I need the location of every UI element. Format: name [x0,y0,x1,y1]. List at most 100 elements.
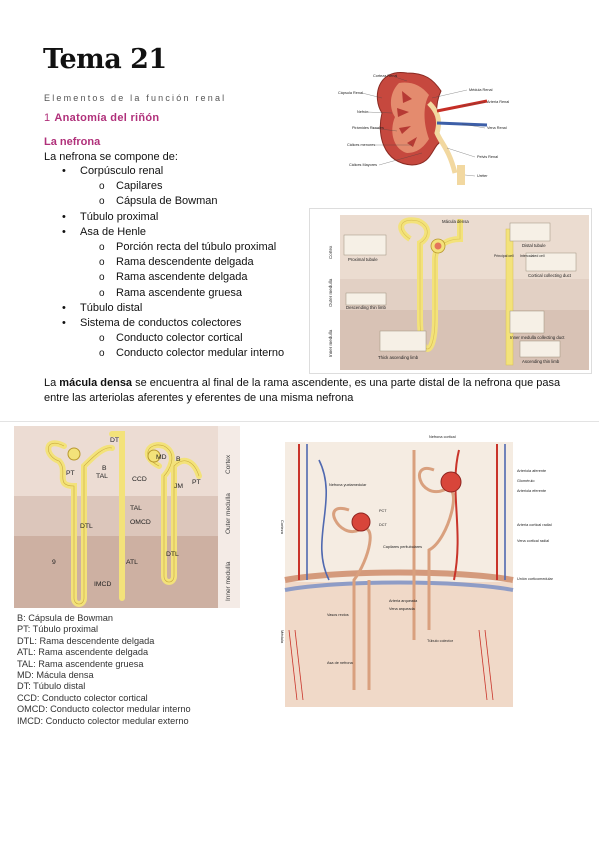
zone-cortex: Cortex [328,245,333,259]
vasc-label-tubulo-colector: Túbulo colector [427,639,454,643]
page-subtitle: Elementos de la función renal [44,93,227,103]
abbreviation-legend: B: Cápsula de Bowman PT: Túbulo proximal… [17,613,191,727]
scheme-label-dt: DT [110,437,119,444]
scheme-label-pt: PT [66,470,75,477]
nephron-microscopy-figure: Cortex Outer medulla Inner medulla Mácul… [309,208,592,374]
scheme-zone-inner: Inner medulla [225,561,232,601]
kidney-label-corteza: Corteza Renal [373,74,397,78]
vasc-label-vasos-rectos: Vasos rectos [327,613,349,617]
scheme-label-pt2: PT [192,479,201,486]
vasc-label-aferente: Arteriola aferente [517,469,546,473]
page-title: Tema 21 [43,44,167,75]
micro-label-asc-thin: Ascending thin limb [522,359,560,364]
legend-item: ATL: Rama ascendente delgada [17,647,149,658]
scheme-label-md: MD [156,454,167,461]
legend-item: DTL: Rama descendente delgada [17,635,155,646]
micro-label-proximal: Proximal tubule [348,257,378,262]
section-divider [0,421,599,422]
kidney-label-piramides: Pirámides Renales [352,126,384,130]
vasc-zone-medula: Médula [280,630,285,644]
vasc-label-art-cort: Arteria cortical radial [517,523,552,527]
list-item: Rama ascendente delgada [44,270,284,285]
scheme-label-b2: B [176,456,181,463]
micro-label-thick-asc: Thick ascending limb [378,355,419,360]
zone-inner-medulla: Inner medulla [328,329,333,357]
scheme-label-tal2: TAL [130,505,142,512]
vasc-label-union: Unión corticomedular [517,577,554,581]
scheme-label-dtl2: DTL [166,551,179,558]
vasc-label-art-arq: Arteria arqueada [389,599,418,603]
section-title: Anatomía del riñón [54,112,160,124]
micro-label-desc-thin: Descending thin limb [346,305,386,310]
list-item: Capilares [44,179,284,194]
kidney-label-vena: Vena Renal [487,126,507,130]
nephron-heading: La nefrona [44,136,101,148]
macula-densa-paragraph: La mácula densa se encuentra al final de… [44,376,584,405]
list-item: Conducto colector medular interno [44,346,284,361]
kidney-label-nefron: Nefrón [357,110,368,114]
micro-label-distal: Distal tubule [522,243,546,248]
scheme-label-b: B [102,465,107,472]
section-number: 1 [44,112,51,124]
kidney-label-pelvis: Pelvis Renal [477,155,498,159]
kidney-label-medula: Médula Renal [469,88,493,92]
macula-text-pre: La [44,377,60,389]
list-item: Túbulo proximal [44,210,284,225]
macula-bold-term: mácula densa [59,377,133,389]
vasc-zone-corteza: Corteza [280,520,285,535]
vasc-label-vena-arq: Vena arqueada [389,607,416,611]
micro-label-macula: Mácula densa [442,219,469,224]
vasc-label-cortical: Nefrona cortical [429,435,456,439]
vasc-label-pct: PCT [379,509,387,513]
scheme-label-jm: JM [174,483,183,490]
kidney-label-calices-mayores: Cálices Mayores [349,163,377,167]
macula-text-post: se encuentra al final de la rama ascende… [44,377,561,404]
list-item: Asa de Henle [44,225,284,240]
legend-item: OMCD: Conducto colector medular interno [17,704,191,715]
scheme-label-omcd: OMCD [130,519,151,526]
list-item: Rama descendente delgada [44,255,284,270]
nephron-scheme-figure: Cortex Outer medulla Inner medulla DT B … [14,426,240,608]
kidney-figure: Corteza Renal Cápsula Renal Nefrón Pirám… [337,53,515,186]
micro-label-principal: Principal cell [494,254,514,258]
legend-item: B: Cápsula de Bowman [17,613,114,623]
vasc-label-asa: Asa de nefrona [327,661,354,665]
micro-label-ccd: Cortical collecting duct [528,273,572,278]
vasc-label-glomerulo: Glomérulo [517,479,535,483]
legend-item: DT: Túbulo distal [17,681,86,692]
list-item: Porción recta del túbulo proximal [44,240,284,255]
vasc-label-dct: DCT [379,523,387,527]
scheme-label-9: 9 [52,559,56,566]
list-item: Sistema de conductos colectores [44,316,284,331]
scheme-label-atl: ATL [126,559,138,566]
zone-outer-medulla: Outer medulla [328,278,333,307]
legend-item: TAL: Rama ascendente gruesa [17,658,144,669]
nephron-parts-list: Corpúsculo renal Capilares Cápsula de Bo… [44,164,284,362]
legend-item: PT: Túbulo proximal [17,624,99,635]
kidney-label-arteria: Arteria Renal [487,100,509,104]
list-item: Rama ascendente gruesa [44,286,284,301]
kidney-label-capsula: Cápsula Renal [338,91,363,95]
vasc-label-yuxta: Nefrona yuxtamedular [329,483,367,487]
nephron-intro: La nefrona se compone de: [44,151,178,163]
scheme-label-ccd: CCD [132,476,147,483]
micro-label-intercalated: Intercalated cell [520,254,545,258]
list-item: Cápsula de Bowman [44,194,284,209]
list-item: Túbulo distal [44,301,284,316]
scheme-label-tal: TAL [96,473,108,480]
scheme-zone-cortex: Cortex [225,454,232,474]
vasc-label-eferente: Arteriola eferente [517,489,546,493]
scheme-label-imcd: IMCD [94,581,111,588]
kidney-label-ureter: Uréter [477,174,488,178]
list-item: Conducto colector cortical [44,331,284,346]
renal-vasculature-figure: Nefrona cortical Nefrona yuxtamedular Ar… [279,430,575,707]
list-item: Corpúsculo renal [44,164,284,179]
kidney-label-calices-menores: Cálices menores [347,143,375,147]
micro-label-imcd: Inner medulla collecting duct [510,335,565,340]
vasc-label-capilares: Capilares peritubulares [383,545,422,549]
vasc-label-vena-cort: Vena cortical radial [517,539,549,543]
legend-item: IMCD: Conducto colector medular externo [17,715,189,726]
scheme-zone-outer: Outer medulla [225,493,232,534]
scheme-label-dtl: DTL [80,523,93,530]
